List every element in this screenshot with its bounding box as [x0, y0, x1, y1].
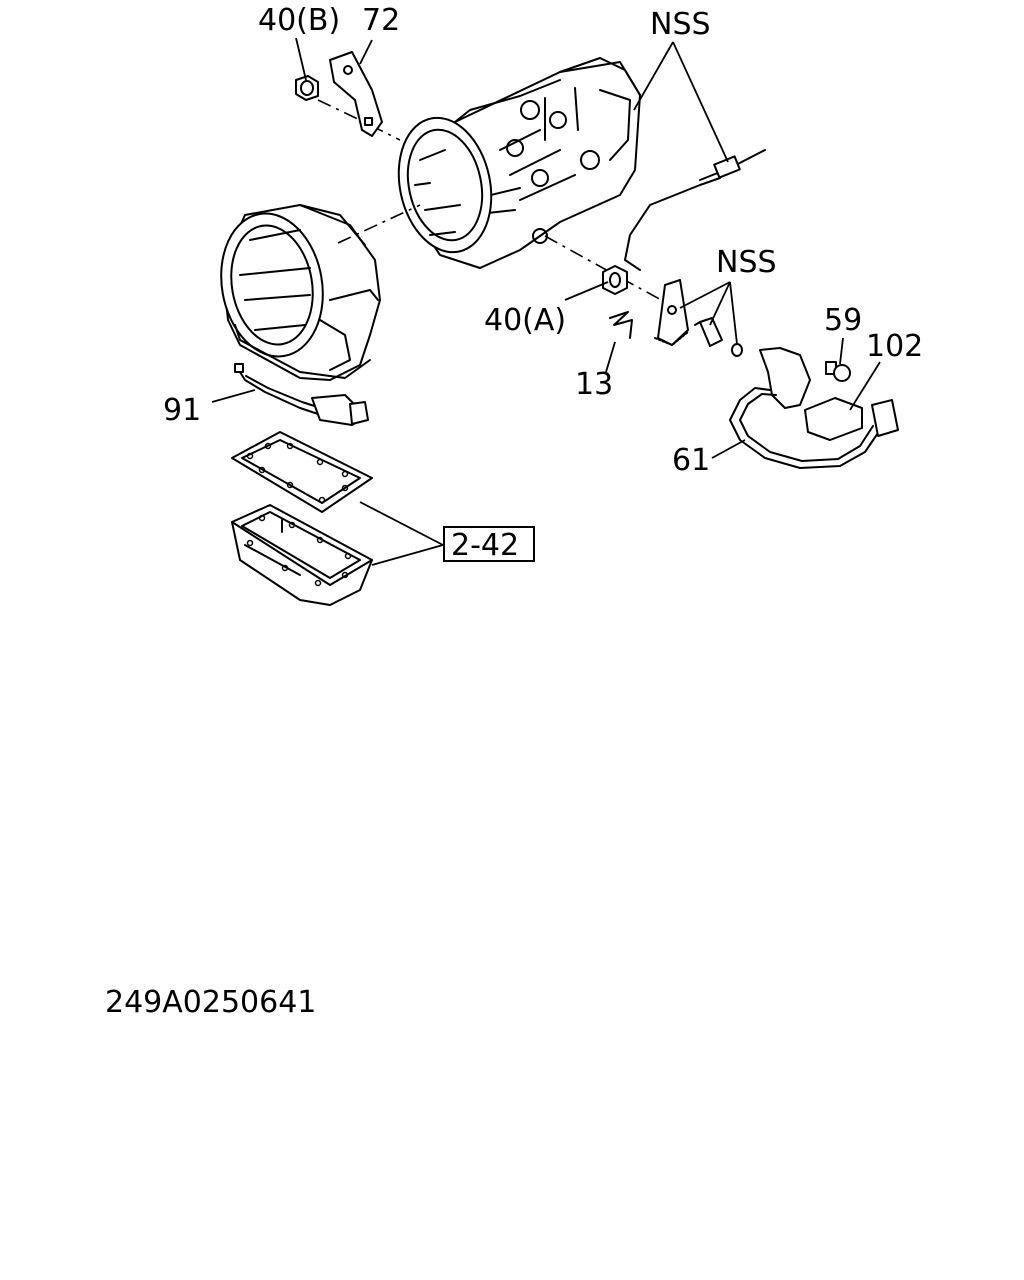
label-connector-102: 102: [866, 329, 923, 364]
oil-pan-icon: [231, 504, 373, 606]
sensor-harness-91-icon: [234, 363, 369, 426]
label-nss-top: NSS: [650, 7, 711, 42]
transmission-case: [397, 57, 641, 269]
label-pan-ref: 2-42: [451, 528, 519, 563]
switch-harness-61-icon: [729, 347, 899, 469]
label-bolt-59: 59: [824, 303, 862, 338]
label-nut-40a: 40(A): [484, 303, 566, 338]
nut-40b-icon: [295, 75, 319, 101]
bolt-59-icon: [825, 361, 851, 382]
converter-housing: [220, 204, 381, 381]
spring-13-icon: [609, 311, 633, 339]
shift-lever-icon: [624, 149, 766, 346]
pan-reference-box: 2-42: [443, 526, 535, 563]
drawing-code: 249A0250641: [105, 985, 316, 1020]
label-nut-40b: 40(B): [258, 3, 340, 38]
oil-pan-gasket-icon: [231, 431, 373, 513]
label-harness-91: 91: [163, 393, 201, 428]
bracket-72-icon: [329, 51, 383, 137]
label-harness-61: 61: [672, 443, 710, 478]
label-spring-13: 13: [575, 367, 613, 402]
axis-nut-lever: [544, 235, 666, 303]
label-nss-mid: NSS: [716, 245, 777, 280]
nut-40a-icon: [602, 265, 628, 295]
leader-lines: [211, 37, 881, 566]
label-bracket-72: 72: [362, 3, 400, 38]
pin-washer-icon: [694, 317, 743, 357]
